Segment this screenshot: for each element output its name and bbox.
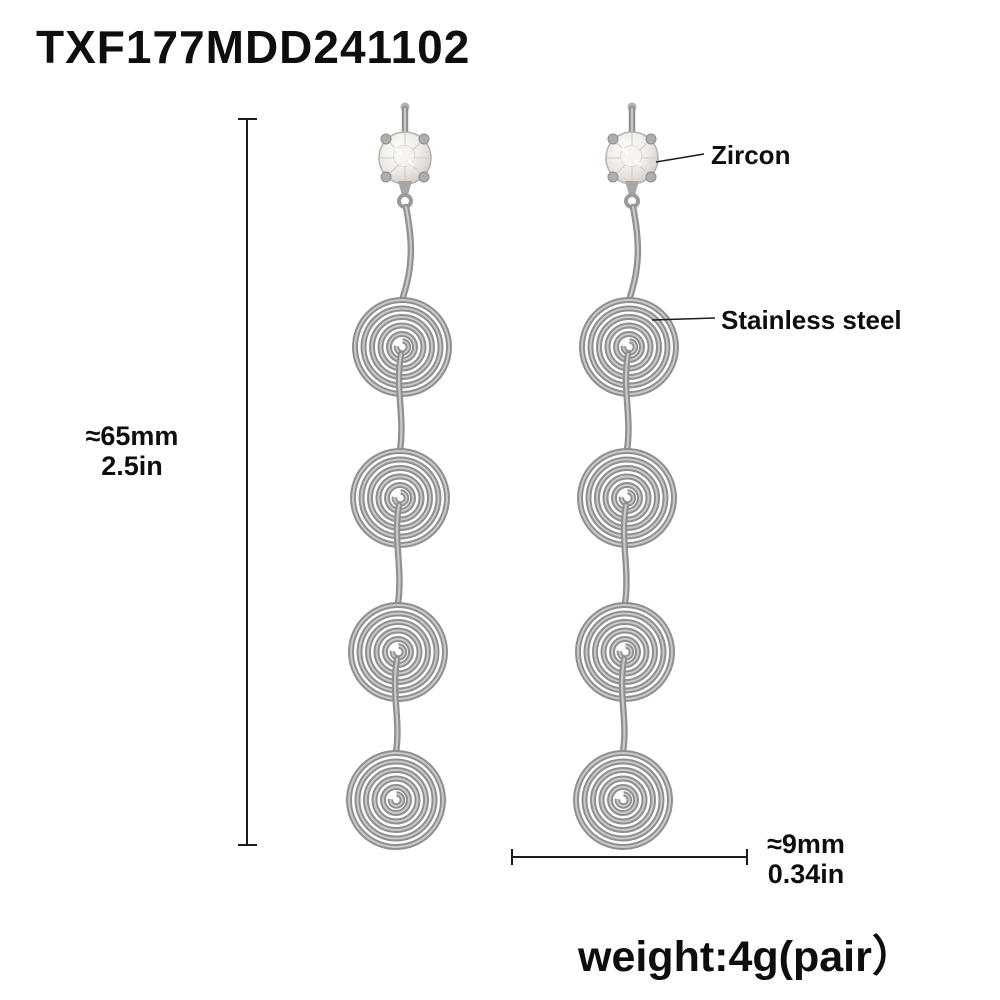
zircon-leader-line <box>655 153 705 163</box>
product-code: TXF177MDD241102 <box>36 21 471 73</box>
length-inch: 2.5in <box>101 451 163 481</box>
steel-leader-line <box>651 317 716 321</box>
width-mm: ≈9mm <box>767 829 845 859</box>
length-mm: ≈65mm <box>85 421 179 451</box>
width-dimension-label: ≈9mm 0.34in <box>750 829 862 889</box>
width-dimension-line <box>511 849 748 865</box>
earring-left <box>349 103 449 848</box>
weight-label: weight:4g(pair） <box>578 933 915 981</box>
earring-right <box>576 103 676 848</box>
length-dimension-label: ≈65mm 2.5in <box>62 421 202 481</box>
length-dimension-line <box>238 118 257 846</box>
width-inch: 0.34in <box>767 859 845 889</box>
stainless-steel-annotation: Stainless steel <box>721 305 902 335</box>
zircon-annotation: Zircon <box>711 140 791 170</box>
